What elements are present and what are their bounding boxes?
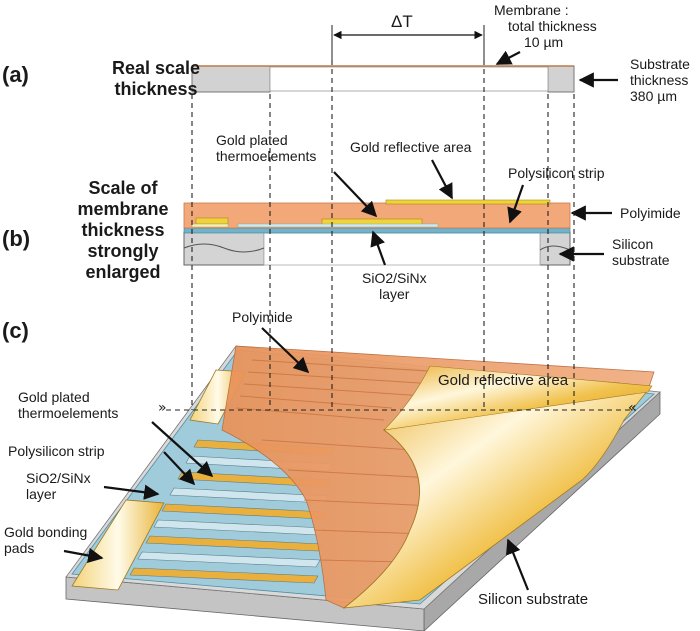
panel-b-heading-line: strongly [87,241,159,261]
arrow-b-sio2 [370,230,387,266]
arrow-membrane [495,50,521,65]
substrate-thickness-line: Substrate [630,56,690,72]
delta-t-label: ΔT [391,12,413,31]
b-gold-plated-line: thermoelements [216,148,317,164]
b-gold-plated-line: Gold plated [216,132,288,148]
gold-reflective-area [342,389,649,609]
c-bonding-line: Gold bonding [4,524,88,540]
panel-b-heading: Scale of membrane thickness strongly enl… [68,178,178,283]
c-gold-plated-line: thermoelements [18,405,119,421]
b-silicon-label: Silicon substrate [612,236,670,268]
panel-b-tag: (b) [2,226,31,251]
panel-b-heading-line: Scale of [88,178,158,198]
panel-a-heading: Real scale thickness [86,58,226,100]
cut-mark-right: « [628,400,637,416]
gold-reflective-b [385,199,551,205]
c-bonding-label: Gold bonding pads [4,524,87,556]
thermoelement-strips [129,439,335,584]
arrow-b-gold-reflective [431,159,453,200]
substrate-break-left [183,243,265,253]
panel-b-cross-section [183,199,571,266]
b-sio2-line: layer [379,286,410,302]
arrow-c-sio2 [103,484,160,500]
b-gold-plated-label: Gold plated thermoelements [216,132,316,164]
c-silicon-label: Silicon substrate [478,591,589,608]
arrow-c-gold-plated [151,421,214,478]
polysilicon-mid [237,223,439,228]
b-polysilicon-label: Polysilicon strip [508,165,605,181]
membrane-cavity [263,232,541,266]
substrate-thickness-label: Substrate thickness 380 µm [630,56,690,104]
arrow-c-silicon [505,538,530,591]
membrane-label-line: 10 µm [524,34,564,50]
delta-t-indicator [331,25,485,60]
arrow-b-polysilicon [507,184,525,224]
substrate-left-block [191,65,271,93]
b-sio2-line: SiO2/SiNx [362,270,427,286]
substrate-right-block [547,65,575,93]
substrate-thickness-line: thickness [630,72,689,88]
panel-a-heading-line: thickness [114,79,198,99]
arrow-c-polysilicon [163,451,196,486]
c-bonding-line: pads [4,540,35,556]
panel-b-heading-line: thickness [81,220,165,240]
arrow-b-gold-plated [333,171,378,218]
c-polysilicon-label: Polysilicon strip [8,443,105,459]
c-polyimide-label: Polyimide [232,309,293,325]
membrane-label: Membrane : total thickness 10 µm [494,2,597,50]
c-gold-plated-line: Gold plated [18,389,90,405]
panel-b-heading-line: enlarged [85,262,161,282]
membrane-label-line: Membrane : [494,2,569,18]
membrane-label-line: total thickness [508,18,597,34]
b-silicon-line: Silicon [612,236,654,252]
gold-thermo-left [195,217,229,225]
panel-a-cross-section [191,65,575,93]
b-gold-reflective-label: Gold reflective area [350,139,472,155]
panel-a-tag: (a) [2,62,29,87]
b-sio2-label: SiO2/SiNx layer [362,270,427,302]
membrane-window [269,66,549,92]
sio2-layer [183,227,571,234]
panel-c-tag: (c) [2,318,29,343]
c-sio2-line: SiO2/SiNx [26,470,91,486]
cut-mark-left: » [158,400,167,416]
projection-lines [166,60,636,411]
c-sio2-line: layer [26,486,57,502]
panel-c-3d-view [65,345,661,631]
c-gold-plated-label: Gold plated thermoelements [18,389,118,421]
c-gold-reflective-label: Gold reflective area [438,372,569,389]
b-silicon-line: substrate [612,252,670,268]
c-sio2-label: SiO2/SiNx layer [26,470,91,502]
substrate-thickness-line: 380 µm [630,88,677,104]
panel-a-heading-line: Real scale [111,58,201,78]
polysilicon-left [191,223,229,228]
panel-b-heading-line: membrane [77,199,169,219]
arrow-c-bonding [63,547,104,564]
arrow-c-polyimide [261,327,310,374]
b-polyimide-label: Polyimide [620,205,681,221]
